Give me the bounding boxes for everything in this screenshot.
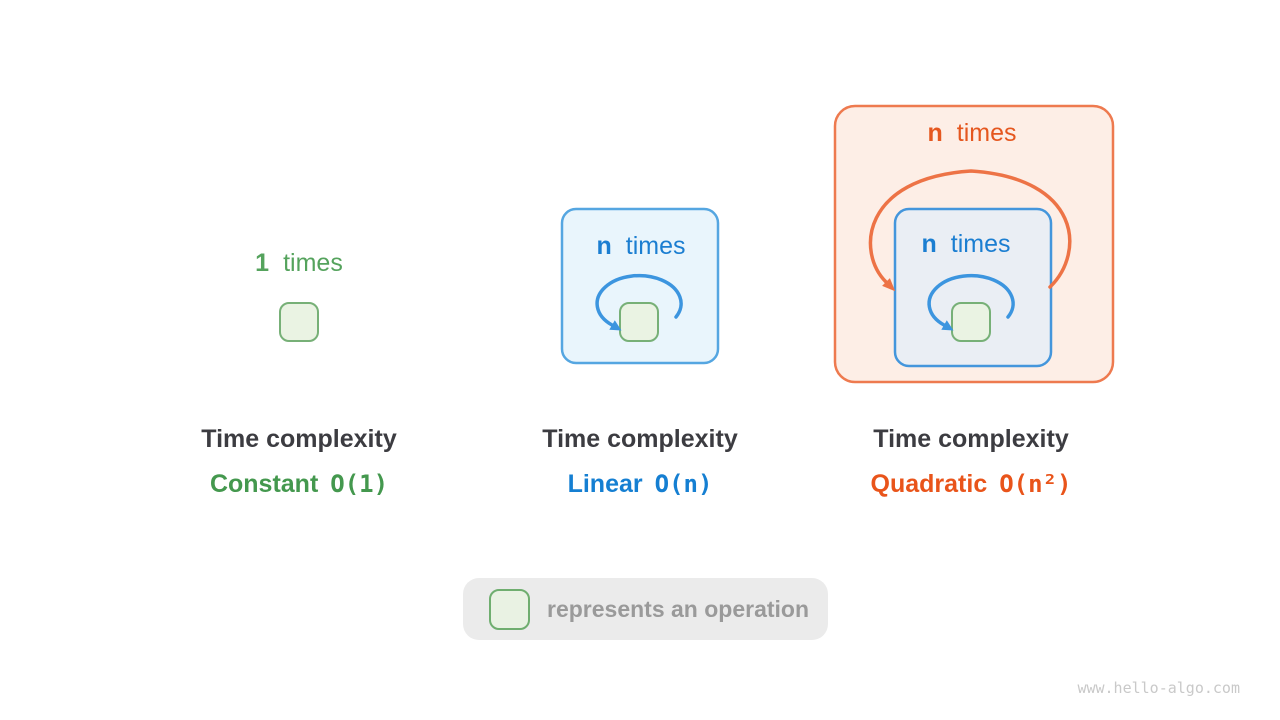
arrowhead-icon	[882, 278, 896, 292]
linear-loop-arrow	[595, 273, 683, 327]
operation-box	[619, 302, 659, 342]
loop-count: n	[921, 230, 937, 258]
quadratic-inner-loop-arrow	[927, 273, 1015, 327]
loop-word: times	[283, 249, 343, 277]
complexity-linear: Linear O(n)	[567, 470, 713, 499]
loop-word: times	[950, 230, 1011, 258]
big-o-notation: O(n)	[654, 470, 713, 498]
caption-quadratic: Time complexity	[873, 425, 1069, 453]
constant-loop-label: 1 times	[255, 249, 343, 278]
arrowhead-icon	[941, 320, 954, 331]
loop-count: 1	[255, 249, 270, 277]
complexity-quadratic: Quadratic O(n²)	[870, 470, 1072, 499]
caption-linear: Time complexity	[542, 425, 738, 453]
legend: represents an operation	[463, 578, 828, 640]
complexity-name: Quadratic	[870, 470, 988, 498]
operation-box	[951, 302, 991, 342]
linear-loop-box	[560, 207, 720, 365]
watermark: www.hello-algo.com	[1077, 679, 1240, 697]
legend-label: represents an operation	[547, 595, 810, 622]
big-o-notation: O(1)	[330, 470, 389, 498]
big-o-notation: O(n²)	[999, 470, 1072, 498]
loop-word: times	[956, 119, 1017, 147]
caption-constant: Time complexity	[201, 425, 397, 453]
quadratic-outer-loop-arrow	[868, 169, 1072, 289]
loop-word: times	[625, 232, 686, 260]
complexity-name: Constant	[209, 470, 319, 498]
arrowhead-icon	[609, 320, 622, 331]
operation-box-icon	[489, 588, 530, 630]
complexity-name: Linear	[567, 470, 643, 498]
complexity-constant: Constant O(1)	[209, 470, 389, 499]
loop-count: n	[596, 232, 612, 260]
operation-box	[279, 302, 319, 342]
loop-count: n	[927, 119, 943, 147]
